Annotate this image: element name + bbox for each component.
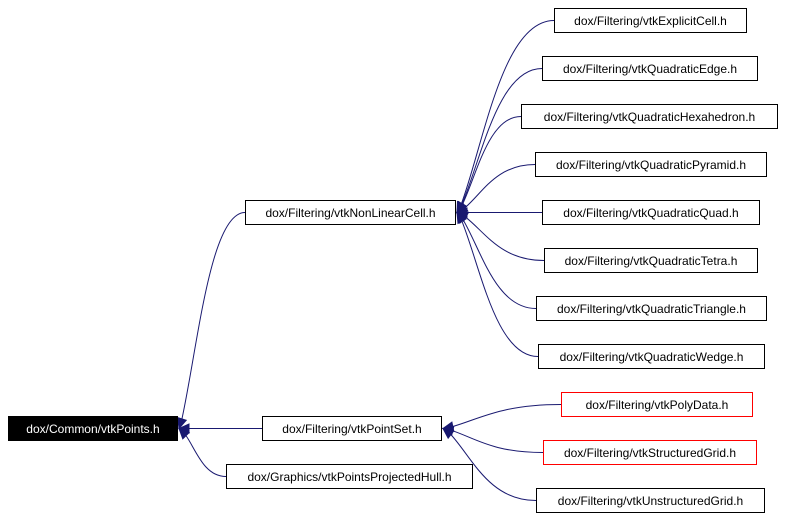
edge-qtetra-to-nonlinear [465, 216, 545, 261]
edge-qhex-to-nonlinear [462, 116, 522, 205]
node-vtkquadratictetra[interactable]: dox/Filtering/vtkQuadraticTetra.h [544, 248, 758, 273]
node-vtkpointset[interactable]: dox/Filtering/vtkPointSet.h [262, 416, 442, 441]
node-vtkpolydata[interactable]: dox/Filtering/vtkPolyData.h [561, 392, 753, 417]
node-vtkquadraticpyramid[interactable]: dox/Filtering/vtkQuadraticPyramid.h [535, 152, 767, 177]
edge-polydata-to-pointset [452, 404, 562, 427]
node-vtkquadratictriangle[interactable]: dox/Filtering/vtkQuadraticTriangle.h [536, 296, 767, 321]
node-vtkquadraticedge[interactable]: dox/Filtering/vtkQuadraticEdge.h [542, 56, 758, 81]
arrowhead-hull-to-root [178, 427, 191, 440]
node-vtkpoints[interactable]: dox/Common/vtkPoints.h [8, 416, 178, 441]
node-vtknonlinearcell[interactable]: dox/Filtering/vtkNonLinearCell.h [245, 200, 456, 225]
arrowhead-nonlinear-to-root [177, 416, 188, 430]
edge-explicitcell-to-nonlinear [461, 20, 555, 204]
edge-nonlinear-to-root [181, 212, 246, 420]
arrowhead-qwedge-to-nonlinear [456, 211, 467, 225]
arrowhead-ugrid-to-pointset [442, 427, 455, 440]
edge-ugrid-to-pointset [450, 434, 537, 501]
node-vtkunstructuredgrid[interactable]: dox/Filtering/vtkUnstructuredGrid.h [536, 488, 765, 513]
edge-sgrid-to-pointset [452, 430, 544, 453]
node-vtkexplicitcell[interactable]: dox/Filtering/vtkExplicitCell.h [554, 8, 747, 33]
node-vtkquadratichexahedron[interactable]: dox/Filtering/vtkQuadraticHexahedron.h [521, 104, 778, 129]
edge-qwedge-to-nonlinear [461, 221, 539, 357]
node-vtkpointsprojectedhull[interactable]: dox/Graphics/vtkPointsProjectedHull.h [226, 464, 473, 489]
node-vtkstructuredgrid[interactable]: dox/Filtering/vtkStructuredGrid.h [543, 440, 757, 465]
edge-hull-to-root [185, 435, 227, 477]
node-vtkquadraticquad[interactable]: dox/Filtering/vtkQuadraticQuad.h [542, 200, 760, 225]
node-vtkquadraticwedge[interactable]: dox/Filtering/vtkQuadraticWedge.h [538, 344, 765, 369]
edge-qtri-to-nonlinear [462, 219, 537, 309]
edge-qpyr-to-nonlinear [465, 164, 536, 208]
edge-qedge-to-nonlinear [461, 68, 543, 205]
